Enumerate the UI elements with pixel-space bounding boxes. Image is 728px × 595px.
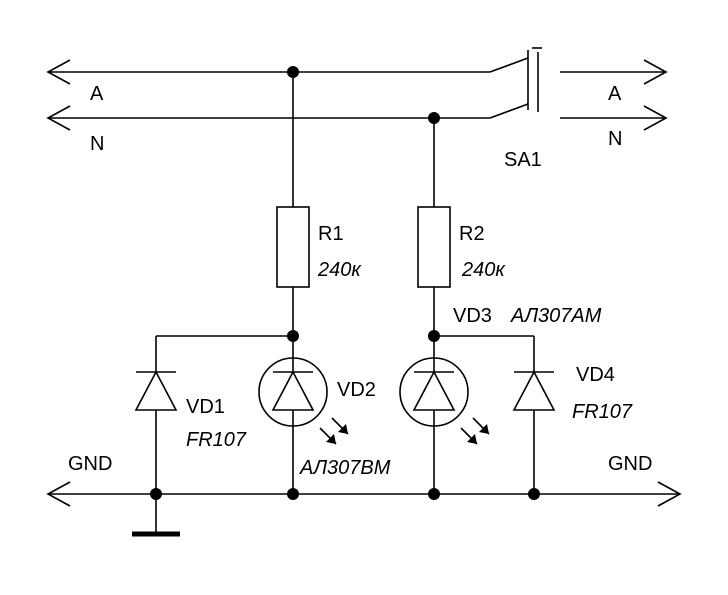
label-r2-value: 240к [461,259,506,281]
label-a-left: A [90,83,104,105]
line-n-left [46,105,490,131]
label-vd3-ref: VD3 [453,305,492,327]
diode-vd4 [434,335,556,494]
label-vd1-type: FR107 [186,429,247,451]
label-vd2-ref: VD2 [337,379,376,401]
gnd-rail [46,481,682,507]
diode-vd1 [134,335,293,494]
label-r2-ref: R2 [459,223,485,245]
led-vd3 [399,336,490,494]
led-vd3-light-arrows [460,417,490,445]
label-r1-value: 240к [317,259,362,281]
ground-symbol [132,494,180,537]
label-vd4-ref: VD4 [576,364,615,386]
label-r1-ref: R1 [318,223,344,245]
label-gnd-left: GND [68,453,112,475]
resistor-r1 [276,72,310,336]
switch-sa1 [489,47,542,119]
line-a-left [46,59,490,85]
line-n-right [560,105,668,131]
label-gnd-right: GND [608,453,652,475]
label-a-right: A [608,83,622,105]
label-vd4-type: FR107 [572,401,633,423]
junction-dots [150,66,540,500]
label-vd2-type: АЛ307ВМ [299,457,391,479]
label-vd1-ref: VD1 [186,396,225,418]
label-n-left: N [90,133,104,155]
line-a-right [560,59,668,85]
label-sa1: SA1 [504,149,542,171]
resistor-r2 [417,118,451,336]
led-vd2 [258,336,349,494]
label-vd3-type: АЛ307АМ [510,305,602,327]
led-vd2-light-arrows [319,417,349,445]
label-n-right: N [608,128,622,150]
